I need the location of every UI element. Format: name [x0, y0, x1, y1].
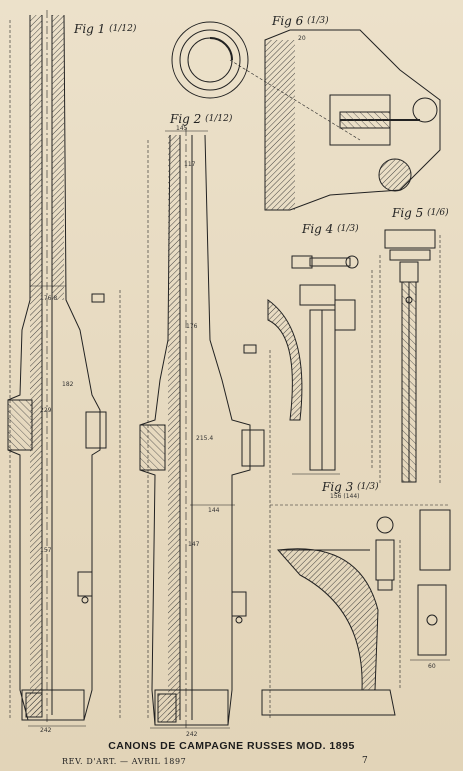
svg-text:176.8: 176.8 — [40, 295, 57, 302]
svg-text:145: 145 — [176, 125, 188, 132]
fig6-label: Fig 6 (1/3) — [272, 14, 329, 28]
svg-text:242: 242 — [186, 731, 198, 738]
svg-text:144: 144 — [208, 507, 220, 514]
svg-text:20: 20 — [298, 35, 306, 42]
svg-text:156 (144): 156 (144) — [330, 493, 360, 500]
dimension-annotations: 176.8 182 229 157 242 145 117 176 215.4 … — [40, 35, 436, 738]
svg-text:117: 117 — [184, 161, 196, 168]
page-number: 7 — [362, 756, 368, 766]
fig4-label: Fig 4 (1/3) — [302, 222, 359, 236]
fig3-label: Fig 3 (1/3) — [322, 480, 379, 494]
fig6-detail-drawing — [171, 21, 441, 211]
svg-text:157: 157 — [40, 547, 52, 554]
svg-text:182: 182 — [62, 381, 74, 388]
svg-text:60: 60 — [428, 663, 436, 670]
plate-caption: CANONS DE CAMPAGNE RUSSES MOD. 1895 — [108, 740, 355, 752]
svg-text:215.4: 215.4 — [196, 435, 213, 442]
svg-text:229: 229 — [40, 407, 52, 414]
fig4-sight-drawing — [267, 255, 373, 475]
fig3-quadrant-drawing — [261, 504, 451, 716]
fig5-sight-drawing — [379, 229, 441, 485]
fig5-label: Fig 5 (1/6) — [392, 206, 449, 220]
journal-reference: REV. D'ART. — AVRIL 1897 — [62, 757, 187, 766]
svg-text:242: 242 — [40, 727, 52, 734]
fig1-label: Fig 1 (1/12) — [74, 22, 137, 36]
fig2-barrel-drawing — [139, 128, 271, 729]
fig1-barrel-drawing — [7, 10, 121, 727]
svg-text:147: 147 — [188, 541, 200, 548]
fig2-label: Fig 2 (1/12) — [170, 112, 233, 126]
svg-text:176: 176 — [186, 323, 198, 330]
